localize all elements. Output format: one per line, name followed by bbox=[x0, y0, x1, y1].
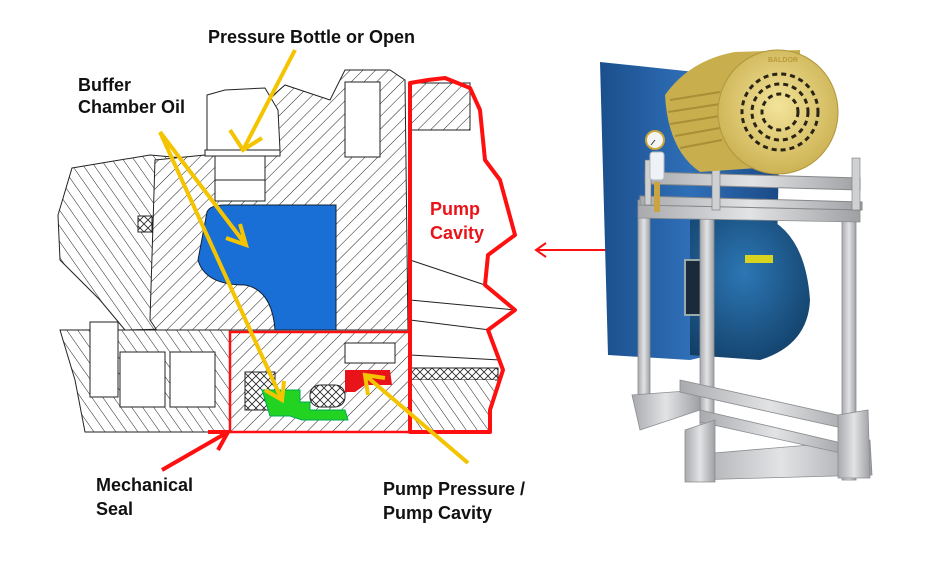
arrowhead-buffer-chamber bbox=[225, 223, 249, 249]
annotation-arrows bbox=[158, 49, 620, 472]
arrowhead-buffer-seal bbox=[263, 380, 286, 404]
pump-unit-photo: BALDOR bbox=[600, 49, 873, 483]
arrow-buffer-seal bbox=[158, 131, 284, 401]
label-pump-pressure-line2: Pump Cavity bbox=[383, 503, 493, 523]
label-buffer-line1: Buffer bbox=[78, 75, 131, 95]
label-pump-cavity-line1: Pump bbox=[430, 199, 481, 219]
oil-filter-bottle bbox=[649, 151, 665, 181]
brass-fitting bbox=[654, 182, 660, 212]
cross-section-drawing bbox=[57, 69, 517, 434]
galvanized-frame bbox=[631, 199, 873, 483]
motor-brand: BALDOR bbox=[768, 57, 798, 64]
fan-vents bbox=[740, 72, 820, 152]
label-buffer-line2: Chamber Oil bbox=[78, 97, 186, 117]
label-pressure-bottle: Pressure Bottle or Open bbox=[208, 27, 416, 47]
bearing-cap bbox=[89, 321, 119, 398]
arrowhead-pump-cavity-link bbox=[534, 242, 547, 258]
threaded-rods bbox=[644, 149, 861, 211]
o-ring bbox=[137, 215, 153, 233]
label-mech-seal-line1: Mechanical bbox=[96, 475, 194, 495]
label-mech-seal-line2: Seal bbox=[96, 499, 134, 519]
bolt-boss bbox=[344, 81, 381, 158]
arrow-pressure-bottle bbox=[241, 49, 297, 151]
seal-spring-right bbox=[309, 384, 346, 408]
arrowhead-mechanical-seal bbox=[208, 430, 232, 451]
motor-fan-cover bbox=[717, 49, 839, 175]
motor-mount-plate-lower bbox=[639, 195, 863, 211]
arrowhead-pressure-bottle bbox=[228, 128, 264, 153]
arrowhead-pump-pressure bbox=[362, 372, 386, 396]
pump-body bbox=[690, 215, 810, 360]
electric-motor: BALDOR bbox=[665, 49, 839, 175]
label-pump-pressure-line1: Pump Pressure / bbox=[383, 479, 526, 499]
label-pump-cavity-line2: Cavity bbox=[430, 223, 485, 243]
bearing-roller-1 bbox=[119, 351, 166, 408]
pump-warning-label bbox=[745, 255, 773, 263]
arrow-pump-pressure bbox=[363, 373, 470, 465]
arrow-mechanical-seal bbox=[161, 430, 229, 472]
seal-retainer bbox=[344, 342, 396, 364]
pump-cavity-outline bbox=[408, 76, 517, 434]
arrow-buffer-chamber bbox=[158, 130, 248, 247]
bearing-roller-2 bbox=[169, 351, 216, 408]
